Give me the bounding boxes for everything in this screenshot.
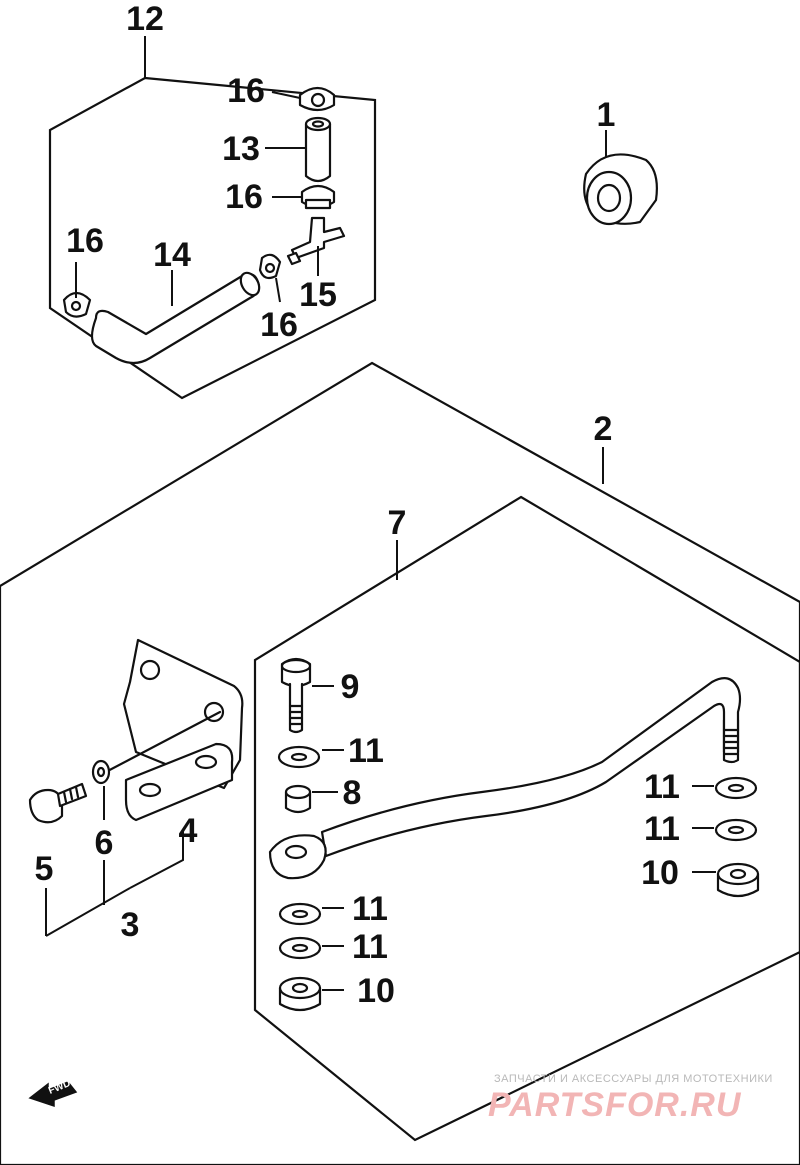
callout-13: 13 [222, 130, 260, 168]
washer-11-left-low [278, 936, 344, 960]
callout-3: 3 [121, 906, 140, 944]
bolt-5 [28, 782, 88, 936]
sleeve-13 [265, 116, 332, 183]
callout-5: 5 [35, 850, 54, 888]
watermark-tagline: ЗАПЧАСТИ И АКСЕССУАРЫ ДЛЯ МОТОТЕХНИКИ [494, 1073, 773, 1085]
callout-8: 8 [343, 774, 362, 812]
callout-7: 7 [388, 504, 407, 542]
callout-2: 2 [594, 410, 613, 448]
kit-12-frame [48, 36, 377, 400]
nut-10-left [278, 976, 344, 1012]
clamp-16-left [62, 262, 92, 318]
callout-16-c: 16 [66, 222, 104, 260]
collar-8 [284, 784, 338, 814]
callout-9: 9 [341, 668, 360, 706]
assembly-2-frame [0, 361, 800, 1165]
washer-6 [91, 759, 111, 905]
nut-10-right [692, 862, 760, 898]
callout-11-c: 11 [644, 810, 680, 848]
washer-11-left-top [277, 745, 344, 769]
tee-joint-15 [286, 216, 346, 276]
callout-11-b: 11 [644, 768, 680, 806]
rod-7 [268, 677, 742, 880]
hose-14 [90, 270, 261, 365]
callout-1: 1 [597, 96, 616, 134]
clamp-16-small [258, 253, 282, 303]
callout-4: 4 [179, 812, 198, 850]
callout-10-a: 10 [641, 854, 679, 892]
callout-11-d: 11 [352, 890, 388, 928]
callout-10-b: 10 [357, 972, 395, 1010]
clamp-16-top [271, 86, 336, 112]
callout-6: 6 [95, 824, 114, 862]
forward-arrow-icon: FWD [28, 1078, 78, 1108]
bracket-4 [100, 638, 244, 889]
callout-15: 15 [299, 276, 337, 314]
callout-16-b: 16 [225, 178, 263, 216]
callout-16-a: 16 [227, 72, 265, 110]
rod-7-frame [253, 495, 800, 1142]
callout-12: 12 [126, 0, 164, 38]
grommet-1 [583, 130, 658, 226]
callout-16-d: 16 [260, 306, 298, 344]
watermark: ЗАПЧАСТИ И АКСЕССУАРЫ ДЛЯ МОТОТЕХНИКИ PA… [488, 1073, 773, 1124]
callout-11-a: 11 [348, 732, 384, 770]
washer-11-right-mid [692, 818, 758, 842]
callout-14: 14 [153, 236, 191, 274]
clamp-16-mid [272, 184, 336, 210]
washer-11-right-top [692, 776, 758, 800]
group-3-leader [45, 887, 131, 937]
watermark-logo: PARTSFOR.RU [488, 1086, 742, 1124]
washer-11-left-mid [278, 902, 344, 926]
callout-11-e: 11 [352, 928, 388, 966]
bolt-9 [280, 657, 334, 734]
